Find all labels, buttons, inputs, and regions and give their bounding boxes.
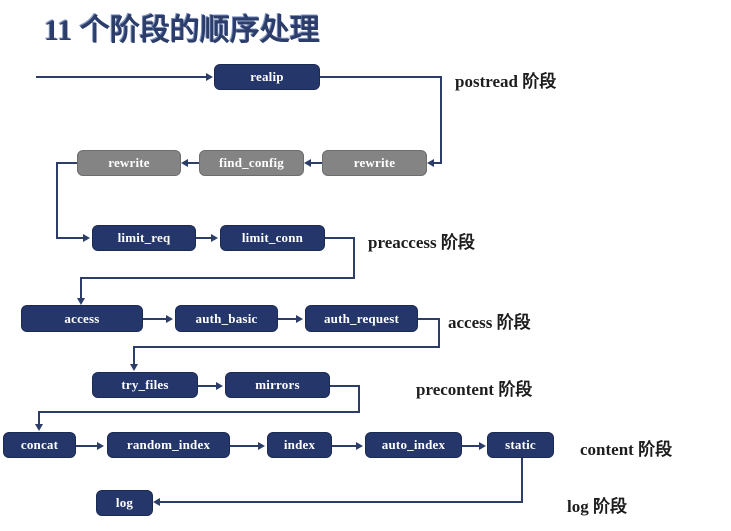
stage-label-content-cn: 阶段 (638, 440, 673, 460)
arrowhead-rewrite-right (427, 159, 434, 167)
connector-limitconn-left (80, 277, 355, 279)
stage-label-precontent-cn: 阶段 (498, 380, 533, 400)
stage-label-access: access 阶段 (448, 308, 531, 333)
stage-label-precontent: precontent 阶段 (416, 375, 532, 400)
connector-autoindex-static (462, 445, 480, 447)
arrowhead-log (153, 498, 160, 506)
arrowhead-limitconn (211, 234, 218, 242)
arrowhead-findconfig (304, 159, 311, 167)
connector-access-authbasic (143, 318, 167, 320)
connector-authrequest-right (418, 318, 440, 320)
arrowhead-index (258, 442, 265, 450)
connector-into-concat-down (38, 411, 40, 425)
connector-static-down (521, 458, 523, 503)
node-index[interactable]: index (267, 432, 332, 458)
connector-rewriteleft-out (56, 162, 78, 164)
connector-findconfig-rewriteleft (188, 162, 200, 164)
connector-into-limitreq (56, 237, 84, 239)
stage-label-log-cn: 阶段 (592, 497, 627, 517)
stage-label-postread-en: postread (455, 72, 523, 91)
connector-static-to-log (160, 501, 523, 503)
stage-label-preaccess: preaccess 阶段 (368, 228, 475, 253)
connector-rewriteleft-down (56, 162, 58, 238)
node-auth-basic[interactable]: auth_basic (175, 305, 278, 332)
connector-into-tryfiles-down (133, 346, 135, 365)
node-try-files[interactable]: try_files (92, 372, 198, 398)
connector-rewriteright-findconfig (311, 162, 323, 164)
stage-label-content-en: content (580, 440, 639, 459)
connector-realip-down (440, 76, 442, 163)
arrowhead-authbasic (166, 315, 173, 323)
arrowhead-limitreq (83, 234, 90, 242)
arrowhead-randomindex (97, 442, 104, 450)
connector-into-access-down (80, 277, 82, 299)
connector-index-autoindex (332, 445, 357, 447)
connector-authrequest-down (438, 318, 440, 348)
node-random-index[interactable]: random_index (107, 432, 230, 458)
node-concat[interactable]: concat (3, 432, 76, 458)
arrowhead-static (479, 442, 486, 450)
connector-limitreq-limitconn (196, 237, 212, 239)
node-find-config[interactable]: find_config (199, 150, 304, 176)
arrowhead-autoindex (356, 442, 363, 450)
page-title: 11 个阶段的顺序处理 (44, 14, 320, 47)
stage-label-content: content 阶段 (580, 435, 672, 460)
node-log[interactable]: log (96, 490, 153, 516)
connector-concat-randomindex (76, 445, 98, 447)
node-rewrite-left[interactable]: rewrite (77, 150, 181, 176)
stage-label-access-cn: 阶段 (496, 313, 531, 333)
connector-authrequest-left (133, 346, 440, 348)
node-limit-req[interactable]: limit_req (92, 225, 196, 251)
arrowhead-mirrors (216, 382, 223, 390)
connector-authbasic-authrequest (278, 318, 297, 320)
stage-label-preaccess-cn: 阶段 (440, 233, 475, 253)
connector-mirrors-right (330, 385, 360, 387)
connector-randomindex-index (230, 445, 259, 447)
connector-into-rewrite-right (434, 162, 442, 164)
node-auth-request[interactable]: auth_request (305, 305, 418, 332)
node-mirrors[interactable]: mirrors (225, 372, 330, 398)
connector-entry-to-realip (36, 76, 207, 78)
node-static[interactable]: static (487, 432, 554, 458)
connector-limitconn-right (325, 237, 355, 239)
connector-tryfiles-mirrors (198, 385, 217, 387)
connector-limitconn-down (353, 237, 355, 279)
stage-label-log: log 阶段 (567, 492, 627, 517)
arrowhead-entry-realip (206, 73, 213, 81)
stage-label-access-en: access (448, 313, 497, 332)
arrowhead-access (77, 298, 85, 305)
stage-label-preaccess-en: preaccess (368, 233, 441, 252)
stage-label-postread-cn: 阶段 (522, 72, 557, 92)
stage-label-precontent-en: precontent (416, 380, 499, 399)
stage-label-postread: postread 阶段 (455, 67, 556, 92)
node-rewrite-right[interactable]: rewrite (322, 150, 427, 176)
arrowhead-tryfiles (130, 364, 138, 371)
node-limit-conn[interactable]: limit_conn (220, 225, 325, 251)
arrowhead-authrequest (296, 315, 303, 323)
stage-label-log-en: log (567, 497, 593, 516)
connector-mirrors-down (358, 385, 360, 413)
node-auto-index[interactable]: auto_index (365, 432, 462, 458)
node-access[interactable]: access (21, 305, 143, 332)
arrowhead-concat (35, 424, 43, 431)
node-realip[interactable]: realip (214, 64, 320, 90)
arrowhead-rewriteleft (181, 159, 188, 167)
connector-mirrors-left (38, 411, 360, 413)
connector-realip-right (320, 76, 442, 78)
